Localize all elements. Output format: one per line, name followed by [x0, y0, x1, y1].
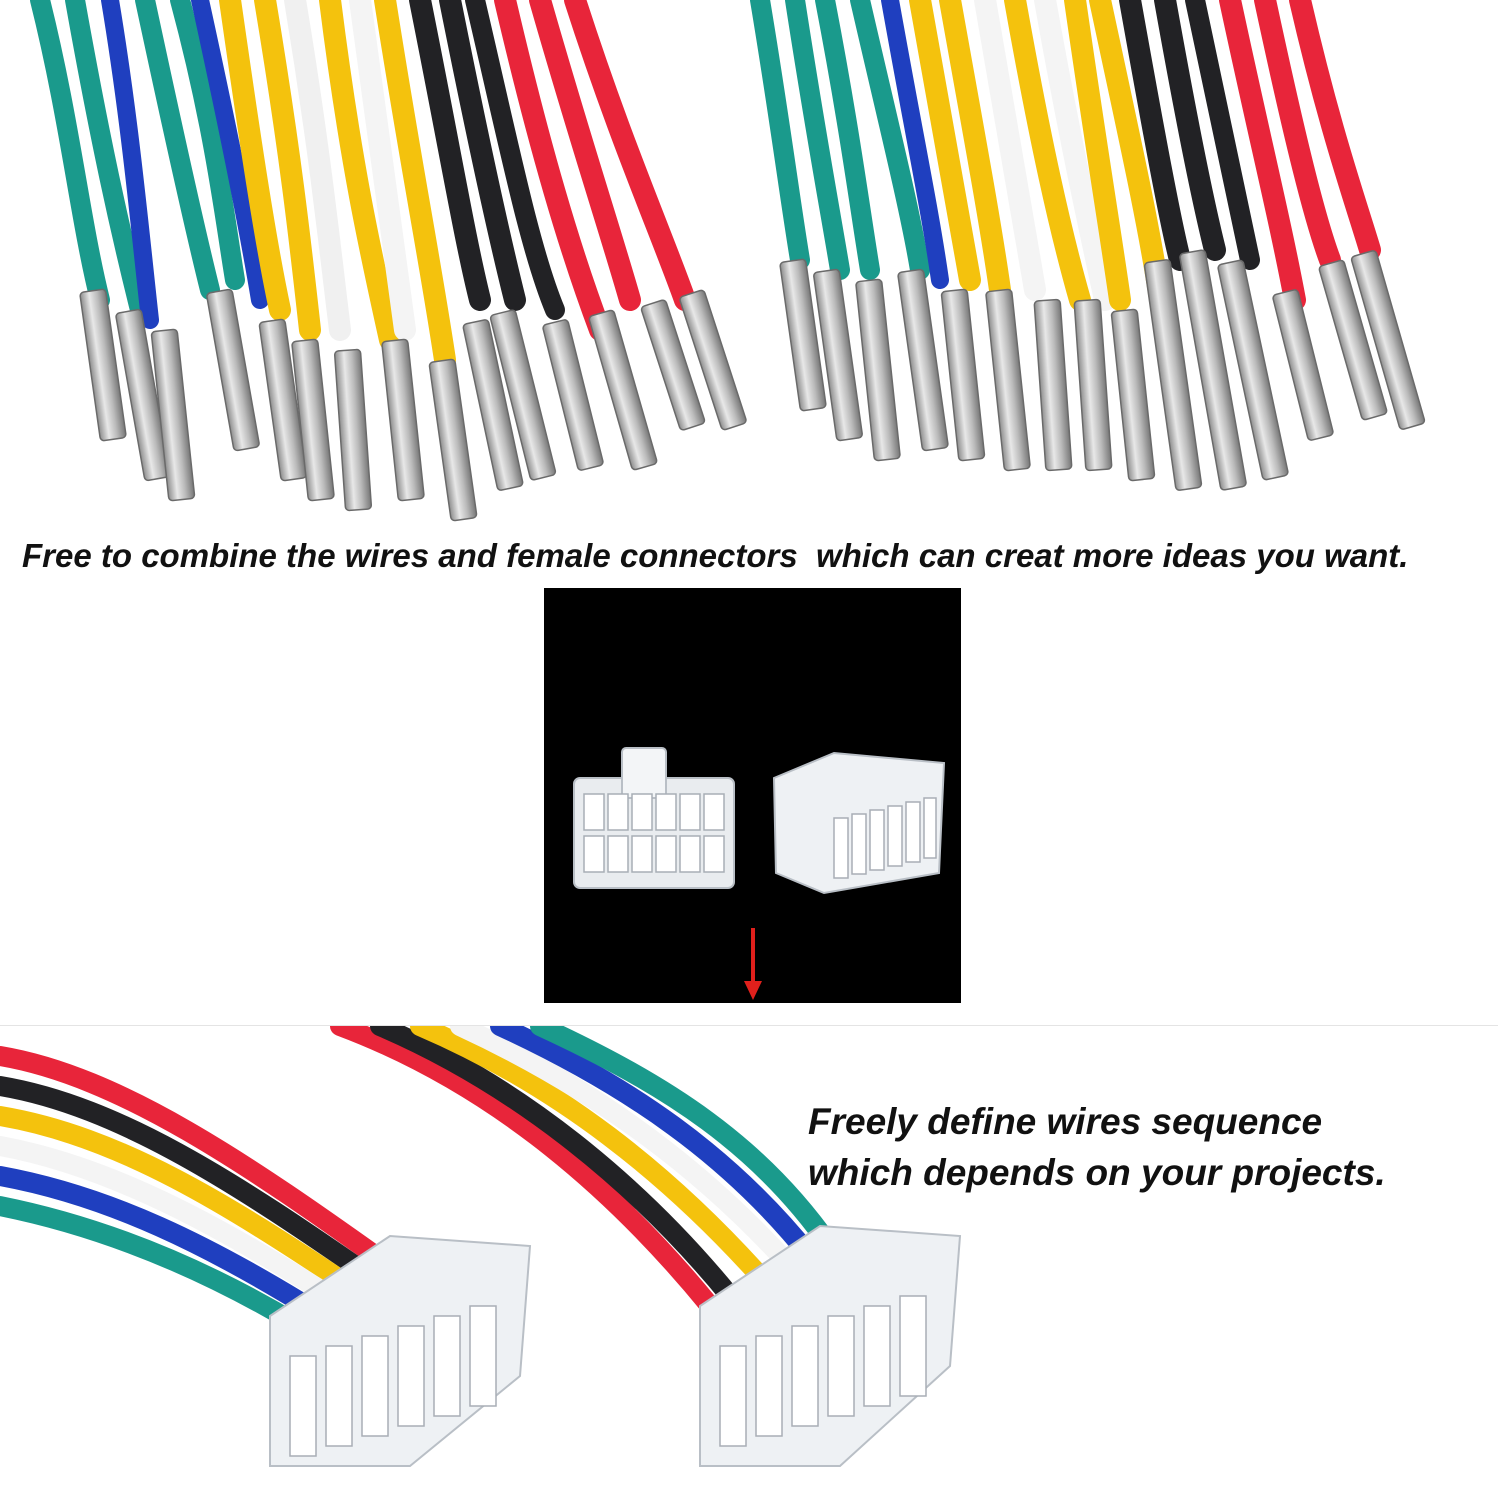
wire-bundle-left	[30, 0, 696, 371]
assembled-harness-photo	[0, 1026, 1498, 1494]
wire-bundle-right	[750, 0, 1381, 311]
connector-housings-photo	[544, 588, 961, 1003]
connector-housing-rear	[772, 751, 946, 895]
terminal-pins-right	[779, 249, 1426, 491]
harness-right-wires	[330, 1026, 840, 1316]
harness-right-connector	[699, 1224, 962, 1467]
wire-sequence-caption-line2: which depends on your projects.	[808, 1152, 1386, 1193]
terminal-pins-left	[79, 288, 747, 522]
connector-housing-front	[573, 747, 735, 889]
wire-sequence-caption-line1: Freely define wires sequence	[808, 1101, 1323, 1142]
crimped-wires-photo	[0, 0, 1498, 530]
wire-sequence-caption: Freely define wires sequence which depen…	[808, 1096, 1488, 1198]
down-arrow-icon	[744, 928, 762, 1000]
harness-left-connector	[269, 1234, 532, 1467]
harness-left-wires	[0, 1046, 400, 1336]
section-divider	[0, 1025, 1498, 1026]
combine-wires-caption: Free to combine the wires and female con…	[22, 537, 1409, 574]
